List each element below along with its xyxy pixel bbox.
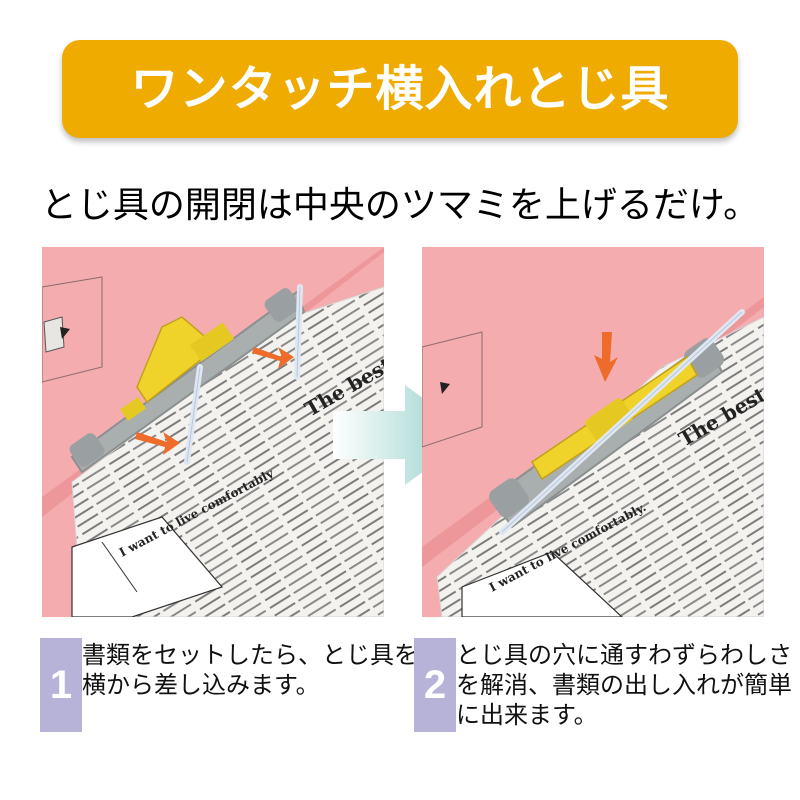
step-2-line-1: とじ具の穴に通すわずらわしさ bbox=[456, 641, 792, 669]
photo-step-1: The best I want to live comfortably bbox=[42, 247, 384, 617]
photo-step-2: The best for co I want to live comfortab… bbox=[422, 247, 764, 617]
pointer-arrow-1 bbox=[252, 347, 294, 369]
banner-title: ワンタッチ横入れとじ具 bbox=[130, 61, 670, 117]
step-2-text: とじ具の穴に通すわずらわしさ を解消、書類の出し入れが簡単 に出来ます。 bbox=[456, 640, 800, 730]
pointer-arrow-3 bbox=[594, 332, 618, 382]
step-2-line-3: に出来ます。 bbox=[456, 701, 598, 729]
step-1-line-2: 横から差し込みます。 bbox=[82, 671, 320, 699]
step-1-line-1: 書類をセットしたら、とじ具を bbox=[82, 641, 418, 669]
photo-step-2-illustration: The best for co I want to live comfortab… bbox=[422, 247, 764, 617]
step-1-number-badge: 1 bbox=[40, 638, 82, 732]
step-2-line-2: を解消、書類の出し入れが簡単 bbox=[456, 671, 792, 699]
step-1-text: 書類をセットしたら、とじ具を 横から差し込みます。 bbox=[82, 640, 418, 700]
pointer-arrow-2 bbox=[135, 432, 180, 455]
title-banner: ワンタッチ横入れとじ具 bbox=[62, 40, 738, 138]
step-2-number-badge: 2 bbox=[414, 638, 456, 732]
subtitle: とじ具の開閉は中央のツマミを上げるだけ。 bbox=[40, 185, 760, 226]
photo-step-1-illustration: The best I want to live comfortably bbox=[42, 247, 384, 617]
binder-open bbox=[69, 288, 306, 474]
